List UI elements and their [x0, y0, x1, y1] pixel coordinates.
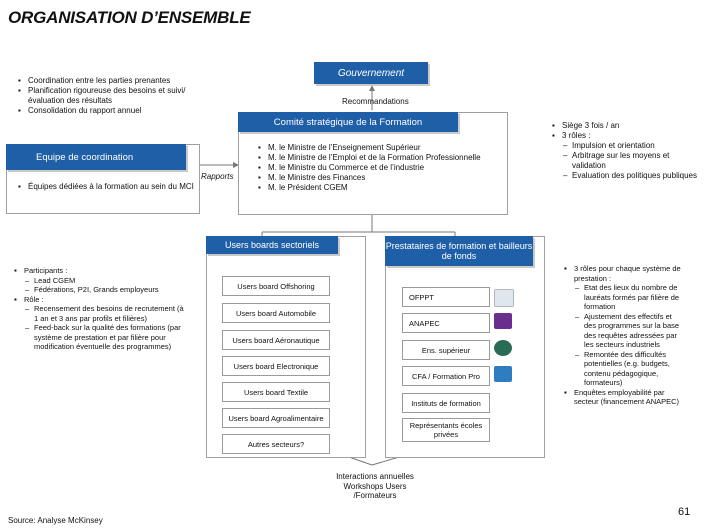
users-board-item: Users board Agroalimentaire: [222, 408, 330, 428]
bullet-item: 3 rôles : Impulsion et orientation Arbit…: [552, 131, 697, 181]
ofppt-logo: [494, 289, 514, 307]
right-bottom-block: 3 rôles pour chaque système de prestatio…: [564, 264, 684, 407]
users-board-item: Users board Textile: [222, 382, 330, 402]
gouvernement-label: Gouvernement: [337, 67, 405, 79]
coordination-label: Equipe de coordination: [36, 151, 134, 163]
coordination-box: Equipe de coordination: [6, 144, 186, 170]
recommandations-label: Recommandations: [342, 97, 409, 106]
role-item: Ajustement des effectifs et des programm…: [575, 312, 684, 350]
users-board-item: Users board Offshoring: [222, 276, 330, 296]
page-title: ORGANISATION D’ENSEMBLE: [8, 8, 251, 27]
participant-item: Lead CGEM: [25, 276, 184, 286]
participant-item: Fédérations, P2I, Grands employeurs: [25, 285, 184, 295]
role-item: Arbitrage sur les moyens et validation: [563, 151, 697, 171]
role-title: Rôle :: [24, 294, 44, 304]
bullet-item: Équipes dédiées à la formation au sein d…: [18, 182, 198, 192]
users-board-item: Users board Aéronautique: [222, 330, 330, 350]
bullet-item: Planification rigoureuse des besoins et …: [18, 86, 198, 106]
prestataire-label: Représentants écoles privées: [409, 421, 483, 439]
bullet-item: 3 rôles pour chaque système de prestatio…: [564, 264, 684, 388]
users-board-item: Users board Electronique: [222, 356, 330, 376]
prestataire-label: Ens. supérieur: [421, 345, 471, 355]
participants-block: Participants : Lead CGEM Fédérations, P2…: [14, 266, 184, 352]
bullet-item: Coordination entre les parties prenantes: [18, 76, 198, 86]
cfa-logo: [494, 366, 512, 382]
comite-label: Comité stratégique de la Formation: [273, 116, 423, 128]
coordination-bullet: Équipes dédiées à la formation au sein d…: [18, 182, 198, 192]
prestataires-box: Prestataires de formation et bailleurs d…: [385, 236, 533, 266]
top-left-bullets: Coordination entre les parties prenantes…: [18, 76, 198, 116]
prestataire-item: Instituts de formation: [402, 393, 490, 413]
page-number: 61: [678, 506, 691, 518]
interactions-label: Interactions annuelles Workshops Users /…: [336, 472, 414, 500]
gouvernement-box: Gouvernement: [314, 62, 428, 84]
right-top-bullets: Siège 3 fois / an 3 rôles : Impulsion et…: [552, 121, 697, 181]
member-item: M. le Ministre des Finances: [258, 173, 508, 183]
prestataire-label: Instituts de formation: [411, 398, 481, 408]
bullet-item: Rôle : Recensement des besoins de recrut…: [14, 294, 184, 352]
prestataire-item: Représentants écoles privées: [402, 418, 490, 442]
bullet-item: Enquêtes employabilité par secteur (fina…: [564, 388, 684, 407]
role-item: Recensement des besoins de recrutement (…: [25, 304, 184, 323]
rapports-label: Rapports: [201, 172, 234, 181]
bullet-text: 3 rôles :: [562, 131, 591, 140]
anapec-logo: [494, 313, 512, 329]
role-item: Impulsion et orientation: [563, 141, 697, 151]
role-item: Remontée des difficultés potentielles (e…: [575, 350, 684, 388]
prestataire-label: OFPPT: [409, 292, 435, 302]
member-item: M. le Ministre du Commerce et de l’indus…: [258, 163, 508, 173]
source-note: Source: Analyse McKinsey: [8, 516, 103, 525]
comite-members: M. le Ministre de l’Enseignement Supérie…: [258, 143, 508, 193]
bullet-item: Consolidation du rapport annuel: [18, 106, 198, 116]
participants-title: Participants :: [24, 266, 68, 275]
role-item: Evaluation des politiques publiques: [563, 171, 697, 181]
prestataire-label: ANAPEC: [409, 318, 440, 328]
prestataire-item: Ens. supérieur: [402, 340, 490, 360]
bullet-item: Participants : Lead CGEM Fédérations, P2…: [14, 266, 184, 295]
prestataire-label: CFA / Formation Pro: [412, 371, 480, 381]
bullet-item: Siège 3 fois / an: [552, 121, 697, 131]
users-board-item: Autres secteurs?: [222, 434, 330, 454]
role-item: Etat des lieux du nombre de lauréats for…: [575, 283, 684, 312]
member-item: M. le Ministre de l’Enseignement Supérie…: [258, 143, 508, 153]
comite-box: Comité stratégique de la Formation: [238, 112, 458, 132]
member-item: M. le Président CGEM: [258, 183, 508, 193]
bullet-text: 3 rôles pour chaque système de prestatio…: [574, 264, 681, 283]
university-logo: [494, 340, 512, 356]
users-boards-label: Users boards sectoriels: [224, 240, 320, 250]
member-item: M. le Ministre de l’Emploi et de la Form…: [258, 153, 508, 163]
prestataires-label: Prestataires de formation et bailleurs d…: [385, 241, 533, 261]
role-item: Feed-back sur la qualité des formations …: [25, 323, 184, 352]
prestataire-item: ANAPEC: [402, 313, 490, 333]
prestataire-item: CFA / Formation Pro: [402, 366, 490, 386]
prestataire-item: OFPPT: [402, 287, 490, 307]
users-board-item: Users board Automobile: [222, 303, 330, 323]
users-boards-box: Users boards sectoriels: [206, 236, 338, 254]
